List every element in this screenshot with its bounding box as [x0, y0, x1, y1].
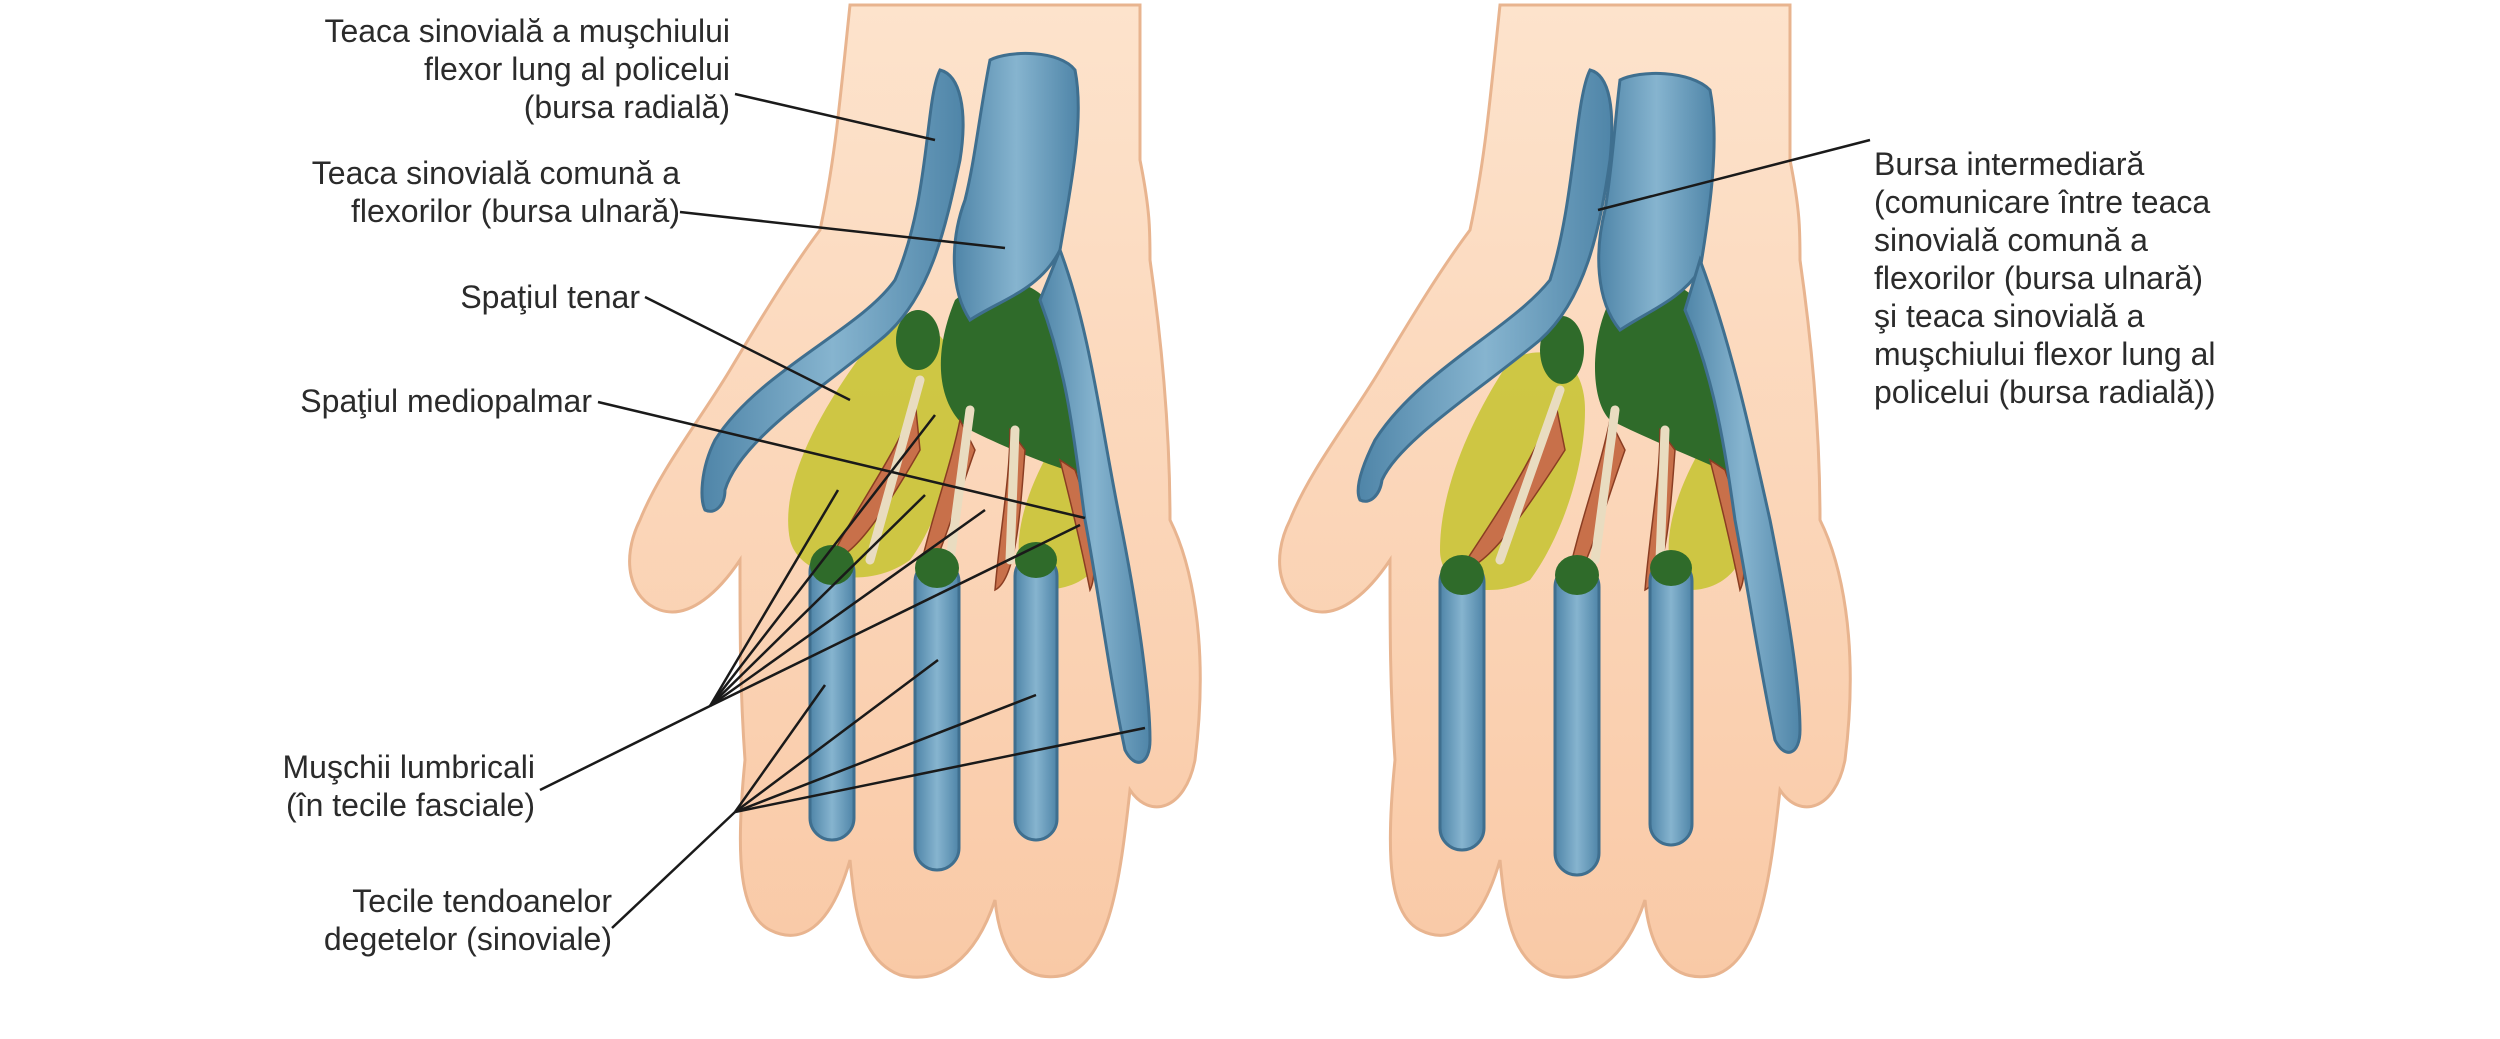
label-bursa-radiala: Teaca sinovială a muşchiului flexor lung… [324, 13, 730, 125]
leader-bursa-radiala [734, 92, 936, 142]
right-digital-sheath-heads [1440, 550, 1692, 595]
label-spatiul-tenar: Spaţiul tenar [460, 279, 640, 315]
label-spatiul-mediopalmar: Spaţiul mediopalmar [300, 383, 592, 419]
left-thumb-sheath [700, 68, 965, 513]
right-hand [1278, 3, 1852, 979]
leader-bursa-ulnara [679, 210, 1006, 250]
leader-bursa-intermediara [1597, 138, 1871, 212]
label-bursa-ulnara: Teaca sinovială comună a flexorilor (bur… [311, 155, 680, 229]
left-common-flexor-sheath [952, 51, 1080, 323]
label-muschii-lumbricali: Muşchii lumbricali (în tecile fasciale) [282, 749, 536, 823]
leader-spatiul-tenar [644, 295, 851, 402]
right-thumb-sheath [1356, 68, 1614, 503]
right-common-flexor-sheath [1597, 72, 1716, 332]
left-tendons [865, 375, 1020, 565]
left-hand [628, 3, 1202, 979]
right-tendons [1495, 385, 1670, 565]
left-little-finger-sheath [1038, 245, 1152, 764]
leader-muschii-lumbricali [539, 704, 711, 792]
leader-spatiul-mediopalmar [597, 400, 1086, 520]
right-radial-bursa-green [1540, 316, 1584, 384]
leader-lines [539, 92, 1871, 929]
left-radial-bursa-green [896, 310, 940, 370]
label-bursa-intermediara: Bursa intermediară (comunicare între tea… [1874, 146, 2216, 410]
right-little-finger-sheath [1683, 255, 1802, 754]
leader-tecile-tendoanelor [611, 811, 736, 929]
right-digital-sheaths [1438, 558, 1694, 877]
label-tecile-tendoanelor: Tecile tendoanelor degetelor (sinoviale) [323, 883, 612, 957]
